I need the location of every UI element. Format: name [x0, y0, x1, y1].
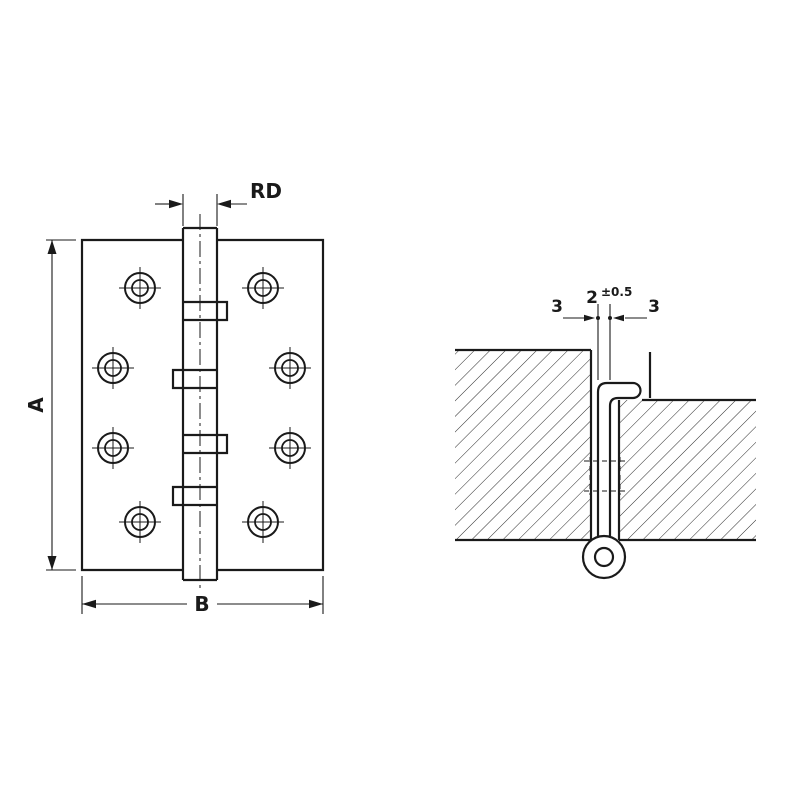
- knuckle-tab: [171, 485, 183, 507]
- section-dimensions: [563, 304, 647, 380]
- arrowhead-up: [47, 240, 57, 254]
- knuckle-tab: [217, 300, 229, 322]
- arrowhead-left: [217, 199, 231, 209]
- frame-hatch: [455, 350, 591, 540]
- left-leaf-outline: [80, 238, 183, 572]
- dimension-RD: [155, 194, 247, 226]
- screw-holes: [92, 267, 311, 543]
- arrowhead-down: [47, 556, 57, 570]
- leaf-cross-section: [596, 381, 642, 536]
- dim-dot: [608, 316, 612, 320]
- screw-hole: [269, 427, 311, 469]
- dim-label-left-gap: 3: [551, 297, 563, 317]
- hinge-front-view: [46, 194, 325, 614]
- dim-label-RD: RD: [250, 179, 282, 203]
- dim-label-thickness-tolerance: ±0.5: [601, 285, 632, 299]
- knuckle-tab: [217, 433, 229, 455]
- arrowhead-left: [82, 599, 96, 609]
- screw-hole: [119, 267, 161, 309]
- arrowhead-right: [584, 314, 595, 322]
- dimension-A: [46, 239, 76, 571]
- hidden-screw-lines: [584, 457, 626, 495]
- arrowhead-left: [613, 314, 624, 322]
- hinge-section-view: [455, 304, 756, 580]
- door-hatch: [619, 400, 756, 540]
- arrowhead-right: [169, 199, 183, 209]
- screw-hole: [119, 501, 161, 543]
- dim-label-thickness: 2: [586, 288, 598, 308]
- screw-hole: [242, 501, 284, 543]
- frame-block: [455, 348, 593, 542]
- knuckle-eye: [581, 534, 627, 580]
- dim-dot: [596, 316, 600, 320]
- screw-hole: [242, 267, 284, 309]
- knuckle-tab: [171, 368, 183, 390]
- right-leaf-outline: [217, 238, 325, 572]
- door-block: [617, 352, 756, 542]
- dim-label-right-gap: 3: [648, 297, 660, 317]
- screw-hole: [269, 347, 311, 389]
- dim-label-B: B: [194, 592, 209, 616]
- screw-hole: [92, 427, 134, 469]
- dim-label-A: A: [24, 397, 48, 413]
- screw-hole: [92, 347, 134, 389]
- arrowhead-right: [309, 599, 323, 609]
- dimension-B: [81, 576, 324, 614]
